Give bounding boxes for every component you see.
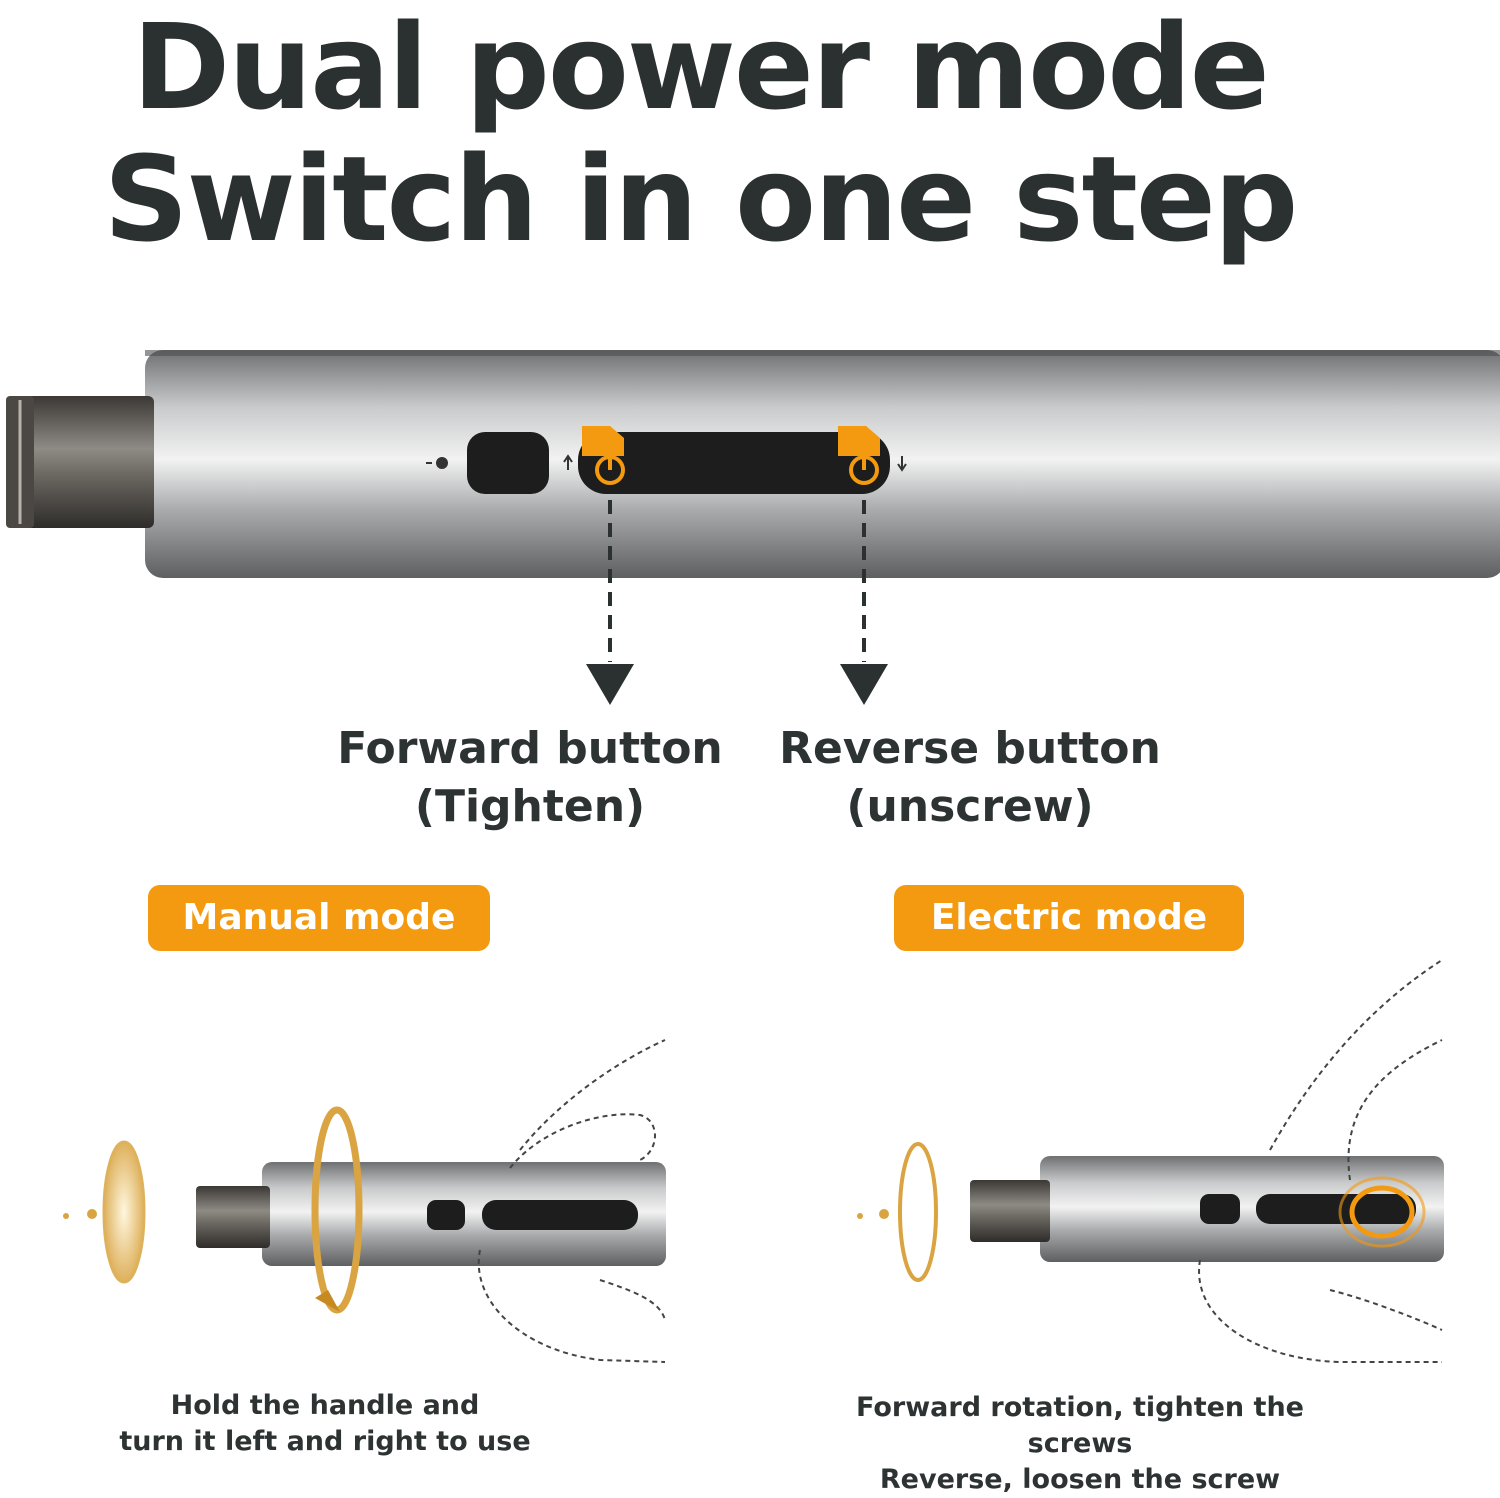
electric-caption-line-1: Forward rotation, tighten the screws <box>856 1392 1304 1459</box>
electric-mode-badge: Electric mode <box>894 885 1244 951</box>
forward-press-icon <box>582 426 625 485</box>
reverse-button-subtitle: (unscrew) <box>846 781 1094 832</box>
forward-button-label: Forward button (Tighten) <box>330 720 730 836</box>
reverse-button-title: Reverse button <box>779 723 1161 774</box>
manual-mode-caption: Hold the handle and turn it left and rig… <box>100 1388 550 1460</box>
electric-mode-illustration <box>857 959 1444 1363</box>
electric-caption-line-2: Reverse, loosen the screw <box>879 1464 1281 1495</box>
light-button <box>426 432 549 494</box>
title-line-1: Dual power mode <box>132 0 1269 136</box>
manual-caption-line-1: Hold the handle and <box>170 1390 480 1421</box>
manual-mode-illustration <box>63 1039 666 1363</box>
forward-button-subtitle: (Tighten) <box>414 781 646 832</box>
product-illustration <box>6 350 1500 1363</box>
reverse-pointer-arrow <box>840 500 888 705</box>
forward-button-title: Forward button <box>337 723 723 774</box>
power-switch <box>563 432 907 494</box>
reverse-press-icon <box>838 426 880 485</box>
manual-mode-badge: Manual mode <box>148 885 490 951</box>
electric-mode-caption: Forward rotation, tighten the screws Rev… <box>800 1390 1360 1498</box>
forward-pointer-arrow <box>586 500 634 705</box>
manual-caption-line-2: turn it left and right to use <box>119 1426 531 1457</box>
title-line-2: Switch in one step <box>103 130 1299 268</box>
reverse-button-label: Reverse button (unscrew) <box>770 720 1170 836</box>
